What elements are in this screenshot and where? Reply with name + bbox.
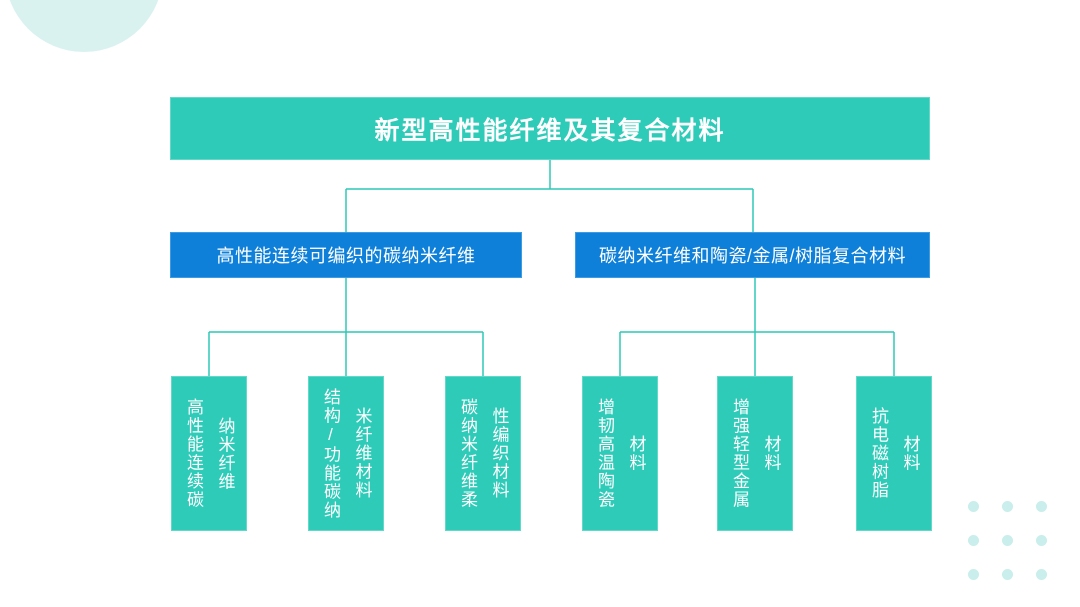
diagram-leaf-structural-functional-node: 结构/功能碳纳 米纤维材料 — [308, 376, 384, 531]
dot — [1036, 535, 1047, 546]
diagram-leaf-flexible-woven-node: 碳纳米纤维柔 性编织材料 — [445, 376, 521, 531]
diagram-leaf-label: 抗电磁树脂 材料 — [869, 407, 920, 500]
diagram-leaf-label: 碳纳米纤维柔 性编织材料 — [458, 398, 509, 509]
dot — [1002, 501, 1013, 512]
dot — [1002, 569, 1013, 580]
diagram-branch-left-node: 高性能连续可编织的碳纳米纤维 — [170, 232, 522, 278]
diagram-leaf-toughened-ceramic-node: 增韧高温陶瓷 材料 — [582, 376, 658, 531]
dot — [968, 501, 979, 512]
diagram-leaf-label: 结构/功能碳纳 米纤维材料 — [321, 387, 372, 520]
dot — [968, 569, 979, 580]
diagram-leaf-anti-em-resin-node: 抗电磁树脂 材料 — [856, 376, 932, 531]
dot — [1036, 569, 1047, 580]
diagram-leaf-label: 增强轻型金属 材料 — [730, 398, 781, 509]
diagram-branch-right-node: 碳纳米纤维和陶瓷/金属/树脂复合材料 — [575, 232, 930, 278]
diagram-branch-left-label: 高性能连续可编织的碳纳米纤维 — [216, 246, 476, 266]
diagram-root-node: 新型高性能纤维及其复合材料 — [170, 97, 930, 160]
diagram-root-label: 新型高性能纤维及其复合材料 — [374, 116, 726, 145]
diagram-leaf-label: 高性能连续碳 纳米纤维 — [184, 398, 235, 509]
diagram-leaf-lightweight-metal-node: 增强轻型金属 材料 — [717, 376, 793, 531]
dot — [968, 535, 979, 546]
decorative-dots-grid — [968, 501, 1047, 580]
diagram-leaf-label: 增韧高温陶瓷 材料 — [595, 398, 646, 509]
dot — [1036, 501, 1047, 512]
diagram-leaf-carbon-nanofiber-node: 高性能连续碳 纳米纤维 — [171, 376, 247, 531]
diagram-branch-right-label: 碳纳米纤维和陶瓷/金属/树脂复合材料 — [598, 246, 906, 266]
dot — [1002, 535, 1013, 546]
